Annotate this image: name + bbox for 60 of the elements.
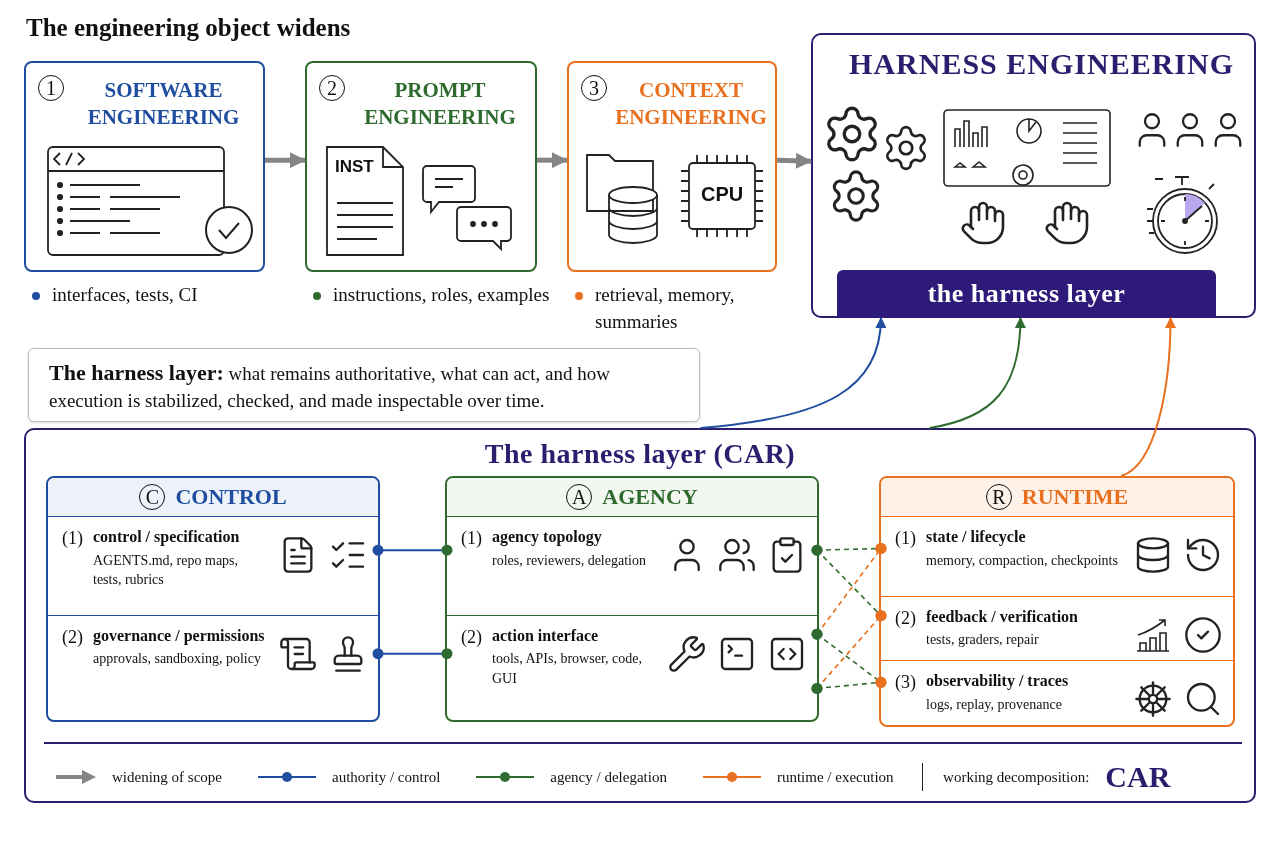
connector [372, 544, 453, 556]
stage-title: PROMPT ENGINEERING [363, 77, 517, 132]
row-heading: governance / permissions [93, 625, 266, 647]
stage-note: instructions, roles, examples [311, 282, 558, 309]
arrow [776, 152, 812, 169]
layer-bar: the harness layer [837, 270, 1216, 318]
category-column [879, 476, 1235, 727]
stage-card [305, 61, 537, 272]
layer-panel [24, 428, 1256, 803]
row-heading: action interface [492, 625, 600, 646]
connector [811, 676, 887, 694]
row-description: roles, reviewers, delegation [492, 551, 647, 570]
item-number: (2) [461, 625, 482, 648]
stage-card [567, 61, 777, 272]
legend-note: working decomposition: [943, 768, 1090, 786]
item-number: (2) [895, 606, 916, 629]
row-heading: state / lifecycle [926, 527, 1027, 548]
row-description: tools, APIs, browser, code, GUI [492, 650, 643, 689]
stage-title: SOFTWARE ENGINEERING [86, 77, 241, 132]
row-description: memory, compaction, checkpoints [926, 551, 1119, 570]
item-number: (2) [62, 625, 83, 648]
category-column [46, 476, 380, 722]
legend-label: runtime / execution [776, 768, 894, 786]
arrow [928, 317, 1026, 429]
row-heading: observability / traces [926, 671, 1070, 692]
arrow [699, 317, 886, 429]
column-title: RUNTIME [1021, 484, 1129, 510]
arrow [265, 152, 306, 169]
icon-label: INST [335, 157, 374, 177]
arrow [1120, 317, 1176, 477]
row-description: AGENTS.md, repo maps, tests, rubrics [93, 551, 240, 590]
item-number: (1) [461, 527, 482, 549]
harness-card [811, 33, 1256, 318]
harness-title: HARNESS ENGINEERING [849, 47, 1234, 81]
item-number: (3) [895, 671, 916, 694]
row-description: logs, replay, provenance [926, 696, 1063, 715]
legend-label: authority / control [332, 768, 441, 786]
column-title: CONTROL [175, 484, 287, 510]
row-description: tests, graders, repair [926, 631, 1040, 650]
icon-label: CPU [701, 183, 744, 206]
row-heading: agency topology [492, 527, 603, 548]
stage-note: interfaces, tests, CI [30, 282, 282, 309]
item-number: (1) [62, 527, 83, 549]
definition-note: The harness layer: what remains authoritative, what can act, and how execution is stabilized, checked, and made inspectable over time. [28, 348, 700, 422]
stage-card [24, 61, 265, 272]
stage-note: retrieval, memory, summaries [573, 282, 800, 336]
panel-title: The harness layer (CAR) [483, 438, 797, 470]
car-acronym: CAR [1105, 760, 1171, 794]
diagram-title: The engineering object widens [26, 14, 351, 42]
row-heading: control / specification [93, 527, 241, 548]
item-number: (1) [895, 527, 916, 549]
row-description: approvals, sandboxing, policy [93, 650, 262, 669]
legend-label: widening of scope [112, 768, 222, 786]
connector [372, 648, 453, 660]
row-heading: feedback / verification [926, 606, 1079, 627]
column-title: AGENCY [602, 484, 698, 510]
stage-title: CONTEXT ENGINEERING [615, 77, 767, 132]
legend-label: agency / delegation [550, 768, 667, 786]
arrow [537, 152, 568, 169]
category-column [445, 476, 819, 722]
